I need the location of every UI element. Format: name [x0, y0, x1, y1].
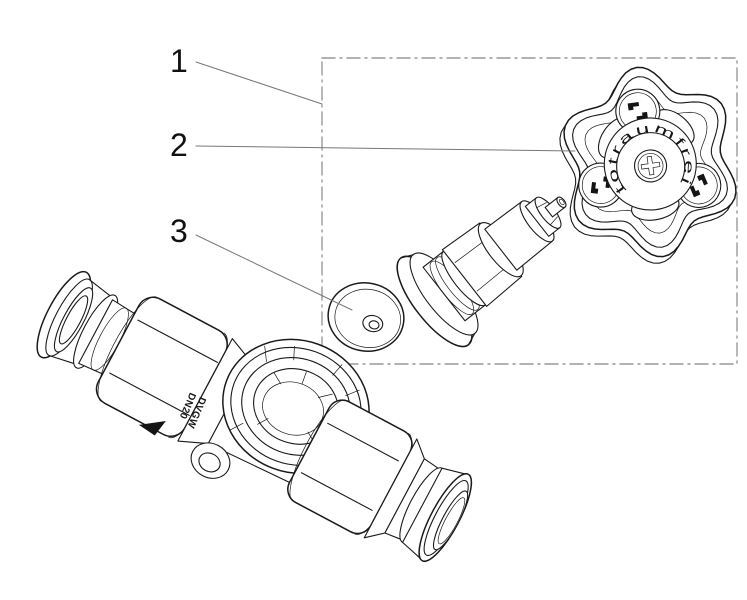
- brand-logo-icon: [627, 102, 648, 121]
- valve-bonnet-insert: [396, 196, 567, 348]
- brand-logo-icon: [590, 176, 611, 194]
- cover-cap: [327, 282, 405, 352]
- cross-recess-icon: [640, 155, 661, 176]
- spare-part-group-box: [321, 57, 738, 365]
- callout-number-2: 2: [170, 127, 188, 163]
- leader-line-2: [195, 145, 576, 152]
- callout-number-1: 1: [170, 43, 188, 79]
- leader-line-3: [195, 234, 353, 311]
- drain-boss: [190, 442, 231, 479]
- flow-arrow-icon: [138, 421, 166, 436]
- bonnet-hex: [441, 222, 523, 307]
- callout-leaders: [195, 61, 576, 311]
- hub-screw: [634, 149, 668, 183]
- brand-logo-icon: [689, 173, 708, 198]
- inlet-union-nut: [95, 296, 228, 439]
- inlet-press-end: [36, 270, 137, 376]
- callout-number-3: 3: [170, 213, 188, 249]
- outlet-press-end: [363, 438, 473, 563]
- leader-line-1: [195, 61, 323, 105]
- valve-body: DVGW DN20: [36, 270, 473, 563]
- handwheel: totraumfrei: [559, 66, 737, 264]
